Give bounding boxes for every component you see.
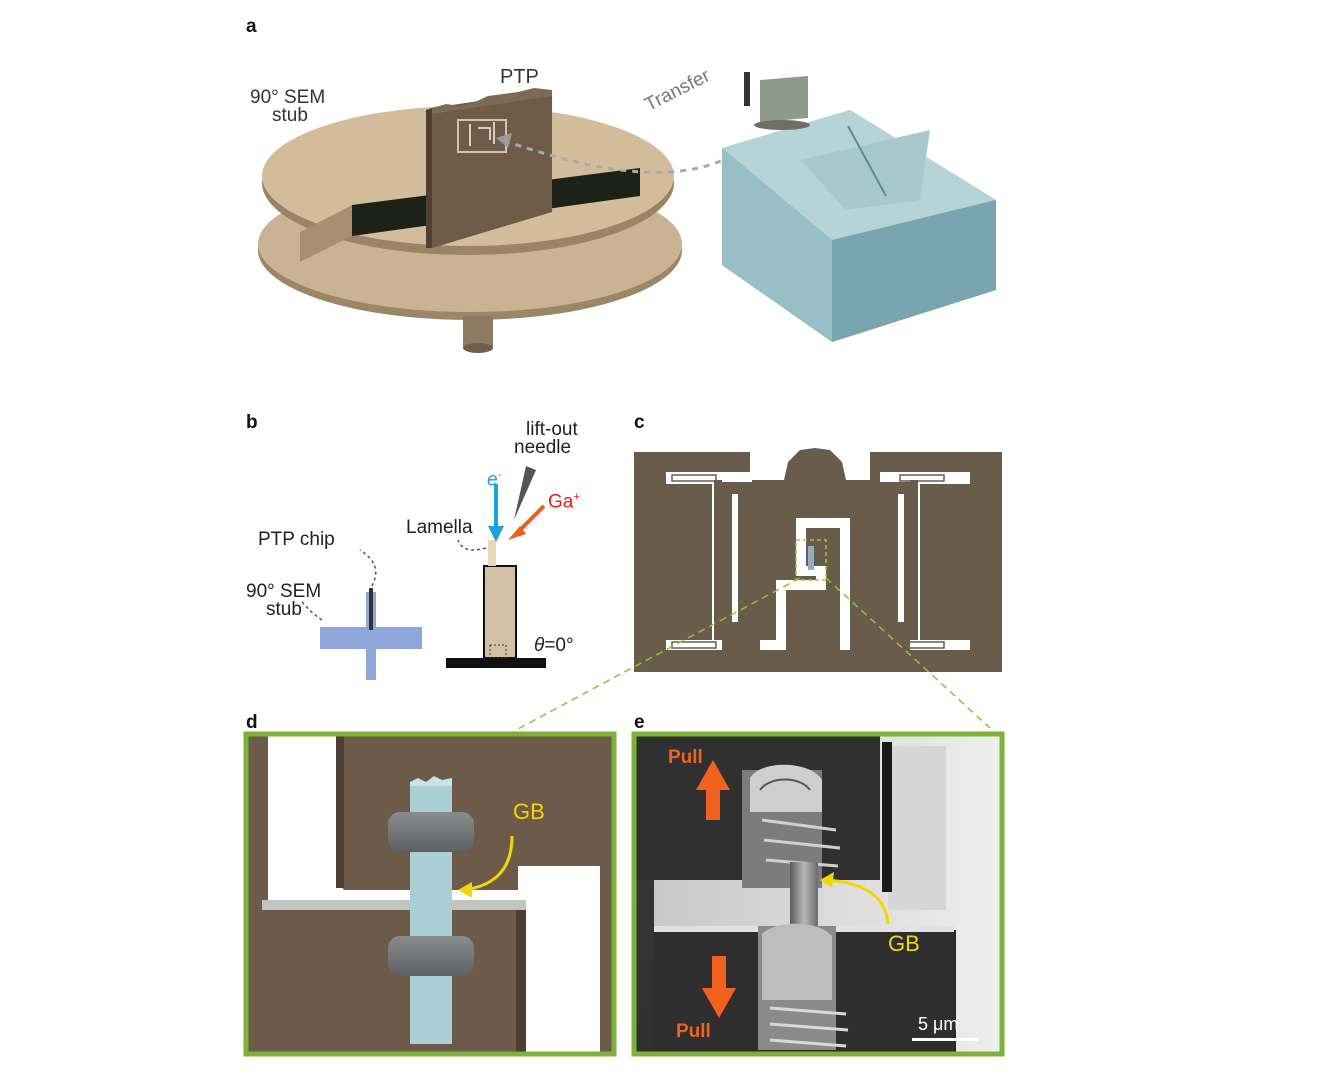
panel-a-letter: a: [246, 16, 257, 37]
ptp-chip-body: [634, 448, 1002, 672]
lifted-lamella: [760, 76, 808, 122]
electron-label: e-: [487, 469, 502, 491]
pull-arrow-down: [702, 988, 736, 1018]
electron-arrowhead: [488, 526, 504, 542]
gb-arrowhead-e: [820, 872, 834, 888]
ion-label: Ga+: [548, 491, 580, 513]
gb-label-d: GB: [513, 799, 545, 824]
pull-label-bottom: Pull: [676, 1021, 711, 1042]
stub-label-a-line1: 90° SEM: [250, 87, 326, 108]
stub-pin: [463, 316, 493, 348]
transfer-arrow: [501, 138, 743, 174]
stub-label-b-line1: 90° SEM: [246, 581, 322, 602]
lamella-label: Lamella: [406, 517, 473, 538]
post: [483, 565, 517, 659]
panel-c-letter: c: [634, 412, 645, 433]
zoom-box: [795, 539, 827, 581]
lift-out-needle: [514, 466, 536, 520]
theta-label: θ=0°: [534, 635, 574, 656]
top-pad: [388, 812, 474, 852]
lamella: [488, 540, 496, 566]
scale-bar-label: 5 μm: [918, 1014, 959, 1034]
ion-arrowhead: [508, 526, 526, 540]
stage-base: [446, 658, 546, 668]
panel-d-letter: d: [246, 712, 258, 733]
panel-e-letter: e: [634, 712, 645, 733]
gb-label-e: GB: [888, 931, 920, 956]
panel-b-letter: b: [246, 412, 258, 433]
ptp-chip-line: [369, 588, 373, 630]
panel-d-frame: [243, 731, 617, 1057]
gb-arrowhead-d: [458, 882, 472, 898]
ptp-chip-label: PTP chip: [258, 529, 335, 550]
needle-label-line1: lift-out: [526, 419, 578, 440]
panel-e-frame: [631, 731, 1005, 1057]
stub-label-a-line2: stub: [272, 105, 308, 126]
ptp-chip: [432, 90, 552, 248]
scale-bar: [912, 1038, 978, 1041]
inner-channel: [760, 518, 850, 650]
bottom-pad: [388, 936, 474, 976]
ptp-label: PTP: [500, 66, 539, 88]
needle-label-line2: needle: [514, 437, 572, 458]
pull-label-top: Pull: [668, 747, 703, 768]
stub-cross-v: [366, 592, 376, 680]
stub-label-b-line2: stub: [266, 599, 302, 620]
pull-arrow-up: [696, 760, 730, 790]
